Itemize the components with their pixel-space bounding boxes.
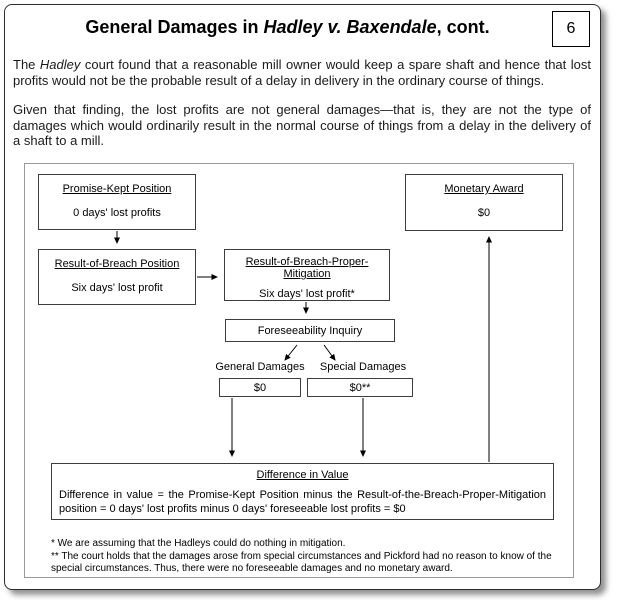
node-monetary-award-title: Monetary Award xyxy=(444,183,524,195)
label-special-damages: Special Damages xyxy=(319,361,407,373)
intro-p1-case-name: Hadley xyxy=(39,57,81,72)
node-difference-in-value: Difference in Value Difference in value … xyxy=(51,463,554,520)
node-promise-kept-value: 0 days' lost profits xyxy=(73,207,161,219)
node-result-of-breach-value: Six days' lost profit xyxy=(71,282,163,294)
node-difference-title: Difference in Value xyxy=(256,469,349,481)
node-proper-mitigation-title: Result-of-Breach-Proper-Mitigation xyxy=(245,256,369,280)
node-general-damages-amount: $0 xyxy=(219,378,301,397)
node-special-damages-amount: $0** xyxy=(307,378,413,397)
intro-paragraph-2: Given that finding, the lost profits are… xyxy=(13,102,591,148)
node-foreseeability-title: Foreseeability Inquiry xyxy=(257,324,363,337)
node-proper-mitigation-value: Six days' lost profit* xyxy=(259,288,355,300)
page-title-case-name: Hadley v. Baxendale xyxy=(263,17,437,37)
slide: General Damages in Hadley v. Baxendale, … xyxy=(4,4,601,590)
general-damages-value: $0 xyxy=(253,381,267,394)
intro-p1-rest: court found that a reasonable mill owner… xyxy=(13,57,591,88)
node-promise-kept-position: Promise-Kept Position 0 days' lost profi… xyxy=(38,174,196,230)
node-result-of-breach-title: Result-of-Breach Position xyxy=(54,258,180,270)
label-general-damages: General Damages xyxy=(215,361,305,373)
page-title: General Damages in Hadley v. Baxendale, … xyxy=(35,17,540,38)
page-number-badge: 6 xyxy=(552,11,590,47)
page-number: 6 xyxy=(566,20,576,37)
node-monetary-award: Monetary Award $0 xyxy=(405,174,563,231)
arrow-foreseeability-to-special xyxy=(323,344,336,361)
node-proper-mitigation: Result-of-Breach-Proper-Mitigation Six d… xyxy=(224,249,390,301)
special-damages-value: $0** xyxy=(349,381,371,394)
footnote-2: ** The court holds that the damages aros… xyxy=(51,550,552,575)
node-result-of-breach-position: Result-of-Breach Position Six days' lost… xyxy=(38,249,196,305)
arrow-foreseeability-to-general xyxy=(284,344,298,361)
node-difference-body: Difference in value = the Promise-Kept P… xyxy=(59,489,546,515)
node-monetary-award-value: $0 xyxy=(477,207,491,219)
node-promise-kept-title: Promise-Kept Position xyxy=(62,183,172,195)
intro-paragraph-1: The Hadley court found that a reasonable… xyxy=(13,57,591,88)
node-foreseeability-inquiry: Foreseeability Inquiry xyxy=(225,319,395,342)
intro-p1-prefix: The xyxy=(13,57,40,72)
page-title-suffix: , cont. xyxy=(436,17,490,37)
footnotes: * We are assuming that the Hadleys could… xyxy=(51,538,561,576)
page-title-prefix: General Damages in xyxy=(85,17,264,37)
flowchart-panel: Promise-Kept Position 0 days' lost profi… xyxy=(24,163,574,578)
footnote-1: * We are assuming that the Hadleys could… xyxy=(51,538,346,549)
